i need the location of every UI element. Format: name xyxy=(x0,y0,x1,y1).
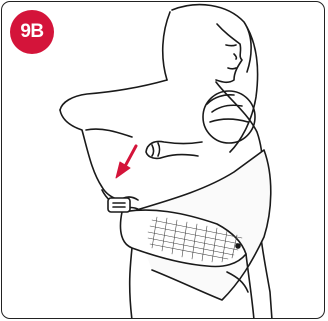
woman-hair xyxy=(163,5,258,152)
woman-arm xyxy=(60,110,132,200)
carrier-illustration xyxy=(2,2,325,319)
step-badge: 9B xyxy=(10,10,54,54)
instruction-panel: 9B xyxy=(1,1,325,319)
instruction-arrow-icon xyxy=(116,146,136,178)
baby-arm xyxy=(146,141,202,158)
waist-buckle xyxy=(108,198,130,212)
woman-face xyxy=(216,24,242,82)
